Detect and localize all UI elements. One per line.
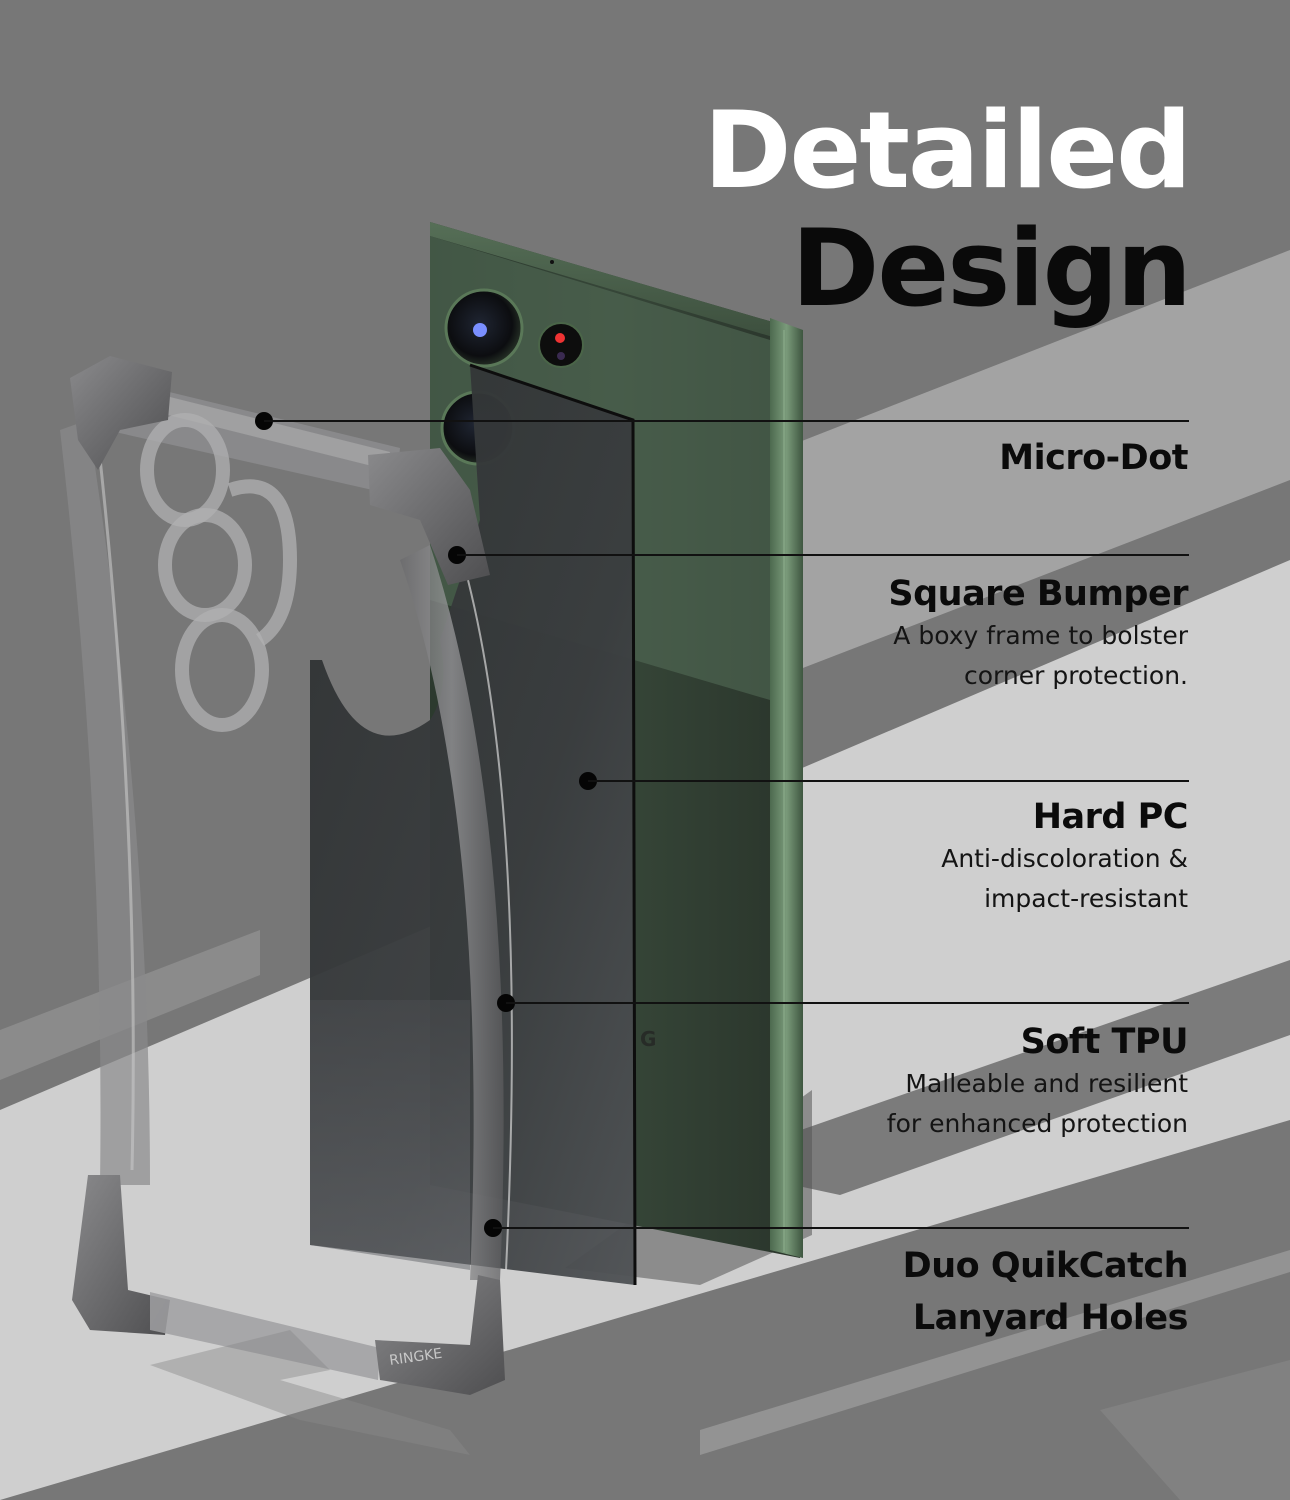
feature-title: Square Bumper <box>888 574 1188 614</box>
feature-description-line: Anti-discoloration & <box>941 844 1188 873</box>
corner-bumper-bottom-left <box>72 1175 170 1335</box>
feature-description-line: for enhanced protection <box>886 1109 1188 1138</box>
feature-description-line: Malleable and resilient <box>905 1069 1188 1098</box>
page-title: Detailed Design <box>703 89 1192 330</box>
feature-description-line: impact-resistant <box>984 884 1188 913</box>
title-line-1: Detailed <box>703 89 1192 212</box>
callout-line-micro-dot <box>264 420 1189 422</box>
callout-line-soft-tpu <box>506 1002 1189 1004</box>
callout-line-lanyard-holes <box>493 1227 1189 1229</box>
feature-title: Soft TPU <box>1020 1022 1189 1062</box>
svg-text:G: G <box>640 1027 656 1051</box>
feature-hard-pc: Hard PC Anti-discoloration & impact-resi… <box>941 795 1188 919</box>
brand-mark-ringke: RINGKE <box>388 1346 443 1369</box>
camera-cutout-ring-3 <box>175 608 269 732</box>
shadow-streak-lower <box>700 960 1290 1195</box>
feature-description-line: A boxy frame to bolster <box>893 621 1188 650</box>
callout-line-hard-pc <box>588 780 1189 782</box>
feature-title: Micro-Dot <box>999 438 1188 478</box>
callout-line-square-bumper <box>457 554 1189 556</box>
feature-lanyard-holes: Duo QuikCatch Lanyard Holes <box>902 1244 1189 1340</box>
camera-flash <box>538 322 584 368</box>
tpu-bumper-frame: RINGKE <box>60 356 513 1455</box>
feature-description-line: corner protection. <box>964 661 1188 690</box>
corner-bumper-top-left <box>70 356 172 470</box>
feature-title-line: Duo QuikCatch <box>902 1246 1189 1286</box>
feature-soft-tpu: Soft TPU Malleable and resilient for enh… <box>886 1020 1189 1144</box>
feature-title-line: Lanyard Holes <box>912 1298 1189 1338</box>
feature-square-bumper: Square Bumper A boxy frame to bolster co… <box>888 572 1188 696</box>
title-line-2: Design <box>791 207 1192 330</box>
corner-bumper-bottom-right <box>375 1275 505 1395</box>
feature-title: Hard PC <box>1032 797 1189 837</box>
feature-micro-dot: Micro-Dot <box>999 436 1188 480</box>
